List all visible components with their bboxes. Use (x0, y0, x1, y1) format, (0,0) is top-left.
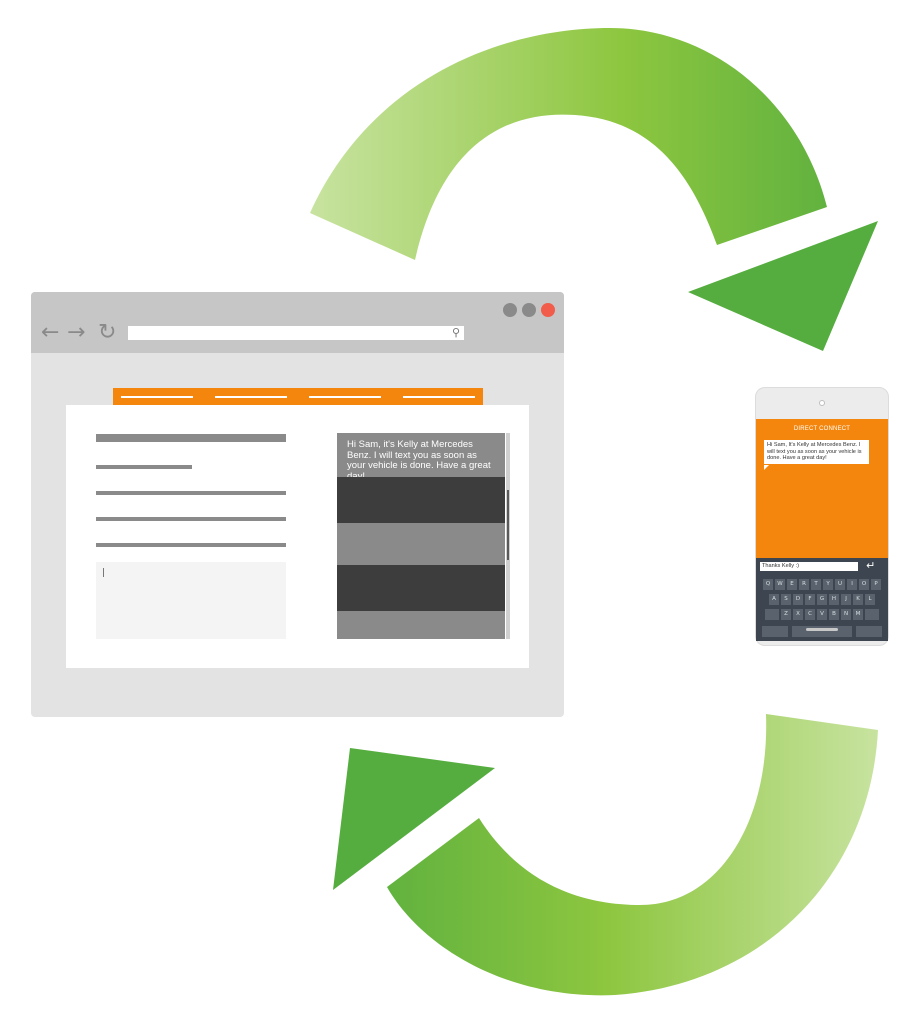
key-r[interactable]: R (799, 579, 809, 590)
nav-item[interactable] (215, 396, 287, 398)
chat-scrollbar-thumb[interactable] (507, 490, 509, 560)
web-page: Hi Sam, it's Kelly at Mercedes Benz. I w… (66, 405, 529, 668)
message-textarea[interactable] (96, 562, 286, 639)
backspace-key[interactable] (865, 609, 879, 620)
maximize-button[interactable] (522, 303, 536, 317)
key-h[interactable]: H (829, 594, 839, 605)
close-button[interactable] (541, 303, 555, 317)
key-z[interactable]: Z (781, 609, 791, 620)
key-x[interactable]: X (793, 609, 803, 620)
shift-key[interactable] (765, 609, 779, 620)
key-e[interactable]: E (787, 579, 797, 590)
text-line-placeholder (96, 465, 192, 469)
phone-screen: DIRECT CONNECT Hi Sam, It's Kelly at Mer… (756, 419, 888, 641)
key-n[interactable]: N (841, 609, 851, 620)
back-arrow-icon[interactable]: ← (41, 320, 60, 345)
key-o[interactable]: O (859, 579, 869, 590)
browser-toolbar: ← → ↻ ⚲ (31, 292, 564, 353)
reload-icon[interactable]: ↻ (98, 320, 117, 345)
key-i[interactable]: I (847, 579, 857, 590)
top-arrow-icon (310, 28, 878, 351)
key-l[interactable]: L (865, 594, 875, 605)
key-a[interactable]: A (769, 594, 779, 605)
smartphone: DIRECT CONNECT Hi Sam, It's Kelly at Mer… (755, 387, 889, 646)
key-v[interactable]: V (817, 609, 827, 620)
key-k[interactable]: K (853, 594, 863, 605)
sms-bubble: Hi Sam, It's Kelly at Mercedes Benz. I w… (764, 440, 869, 464)
return-key-icon[interactable]: ↵ (866, 559, 876, 572)
address-bar[interactable]: ⚲ (128, 326, 464, 340)
heading-placeholder (96, 434, 286, 442)
nav-item[interactable] (403, 396, 475, 398)
home-button[interactable] (806, 628, 838, 631)
text-line-placeholder (96, 517, 286, 521)
chat-row (337, 477, 505, 523)
key-p[interactable]: P (871, 579, 881, 590)
nav-item[interactable] (309, 396, 381, 398)
bubble-tail (764, 465, 769, 470)
chat-row (337, 565, 505, 611)
key-123[interactable] (762, 626, 788, 637)
camera-icon (819, 400, 825, 406)
app-header: DIRECT CONNECT (793, 426, 851, 432)
key-return[interactable] (856, 626, 882, 637)
chat-panel: Hi Sam, it's Kelly at Mercedes Benz. I w… (337, 433, 505, 639)
key-b[interactable]: B (829, 609, 839, 620)
key-q[interactable]: Q (763, 579, 773, 590)
bottom-arrow-icon (333, 714, 878, 996)
key-f[interactable]: F (805, 594, 815, 605)
key-w[interactable]: W (775, 579, 785, 590)
reply-input[interactable]: Thanks Kelly :) (760, 562, 858, 571)
key-d[interactable]: D (793, 594, 803, 605)
nav-item[interactable] (121, 396, 193, 398)
key-c[interactable]: C (805, 609, 815, 620)
key-y[interactable]: Y (823, 579, 833, 590)
key-g[interactable]: G (817, 594, 827, 605)
key-s[interactable]: S (781, 594, 791, 605)
text-caret (103, 568, 104, 577)
site-nav-bar (113, 388, 483, 406)
text-line-placeholder (96, 543, 286, 547)
chat-message: Hi Sam, it's Kelly at Mercedes Benz. I w… (347, 439, 491, 482)
key-j[interactable]: J (841, 594, 851, 605)
browser-window: ← → ↻ ⚲ Hi Sam, it's Kelly at Mercedes B… (31, 292, 564, 717)
search-icon[interactable]: ⚲ (451, 326, 460, 339)
key-t[interactable]: T (811, 579, 821, 590)
space-key[interactable] (792, 626, 852, 637)
key-u[interactable]: U (835, 579, 845, 590)
key-m[interactable]: M (853, 609, 863, 620)
minimize-button[interactable] (503, 303, 517, 317)
text-line-placeholder (96, 491, 286, 495)
forward-arrow-icon[interactable]: → (67, 320, 86, 345)
